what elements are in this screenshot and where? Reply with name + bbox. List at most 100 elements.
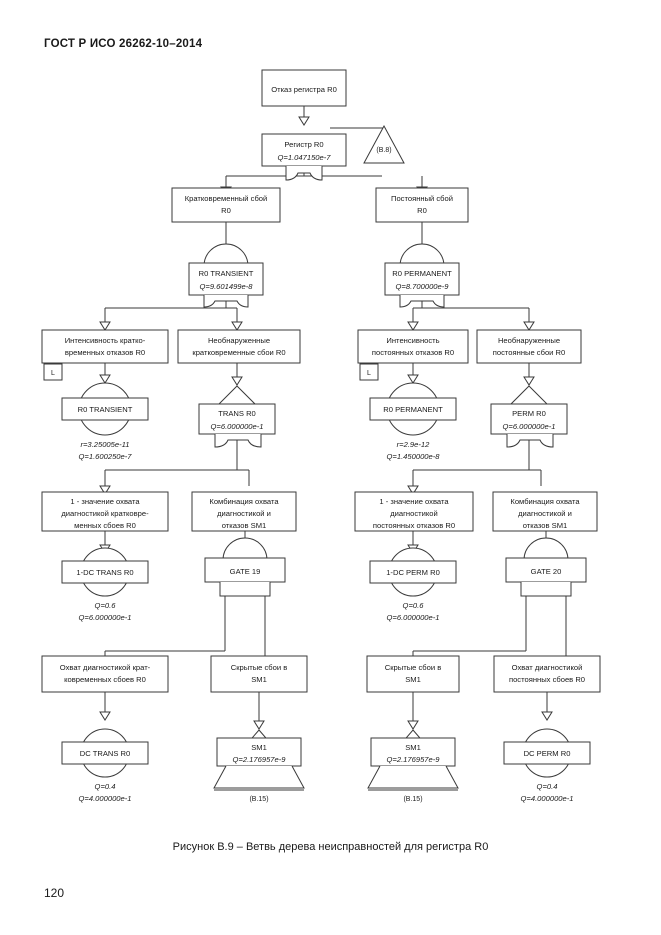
trans-r0-gate-name: TRANS R0 [218, 409, 256, 418]
one-minus-dc-perm-line3: постоянных отказов R0 [373, 521, 455, 530]
transfer-b15-right[interactable]: (В.15) [367, 765, 459, 803]
perm-rate-line2: постоянных отказов R0 [372, 348, 454, 357]
dc-perm-basic-q1: Q=0.4 [537, 782, 558, 791]
node-one-minus-dc-trans[interactable]: 1 - значение охвата диагностикой кратков… [41, 491, 169, 532]
or-gate-register[interactable] [285, 166, 323, 181]
combination-sm1-right-line1: Комбинация охвата [510, 497, 580, 506]
r0-transient-basic-r: r=3.25005e-11 [80, 440, 129, 449]
and-gate-perm-r0[interactable]: PERM R0 Q=6.000000e-1 [490, 385, 568, 448]
trans-rate-line2: временных отказов R0 [65, 348, 145, 357]
r0-permanent-basic-r: r=2.9e-12 [397, 440, 430, 449]
one-minus-dc-perm-line1: 1 - значение охвата [379, 497, 449, 506]
basic-event-dc-perm[interactable]: DC PERM R0 Q=0.4 Q=4.000000e-1 [503, 728, 591, 803]
one-minus-dc-perm-line2: диагностикой [390, 509, 437, 518]
sm1-left-name: SM1 [251, 743, 267, 752]
one-dc-perm-q2: Q=6.000000e-1 [387, 613, 440, 622]
node-one-minus-dc-perm[interactable]: 1 - значение охвата диагностикой постоян… [354, 491, 474, 532]
r0-transient-basic-q: Q=1.600250e-7 [79, 452, 133, 461]
dc-perm-basic-name: DC PERM R0 [524, 749, 571, 758]
permanent-fault-line2: R0 [417, 206, 427, 215]
sm1-left-q: Q=2.176957e-9 [233, 755, 287, 764]
node-r0-transient-gate[interactable]: R0 TRANSIENT Q=9.601499e-8 [188, 262, 264, 296]
dc-trans-basic-q1: Q=0.4 [95, 782, 116, 791]
combination-sm1-left-line3: отказов SM1 [222, 521, 267, 530]
trans-r0-gate-q: Q=6.000000e-1 [211, 422, 264, 431]
gate20-name: GATE 20 [531, 567, 562, 576]
node-register-r0[interactable]: Регистр R0 Q=1.047150e-7 [261, 133, 347, 167]
trans-rate-line1: Интенсивность кратко- [65, 336, 146, 345]
latent-sm1-right-line2: SM1 [405, 675, 421, 684]
node-perm-rate[interactable]: Интенсивность постоянных отказов R0 L [357, 329, 469, 381]
and-gate-sm1-right[interactable]: SM1 Q=2.176957e-9 [370, 729, 456, 767]
combination-sm1-right-line2: диагностикой и [518, 509, 572, 518]
node-combination-sm1-right[interactable]: Комбинация охвата диагностикой и отказов… [492, 491, 598, 532]
one-minus-dc-trans-line3: менных сбоев R0 [74, 521, 136, 530]
undetected-trans-line1: Необнаруженные [208, 336, 270, 345]
node-undetected-perm[interactable]: Необнаруженные постоянные сбои R0 [476, 329, 582, 364]
node-r0-permanent-gate[interactable]: R0 PERMANENT Q=8.700000e-9 [384, 262, 460, 296]
node-dc-trans[interactable]: Охват диагностикой крат- ковременных сбо… [41, 655, 169, 693]
and-gate-19[interactable]: GATE 19 [204, 537, 286, 597]
basic-event-r0-transient[interactable]: R0 TRANSIENT r=3.25005e-11 Q=1.600250e-7 [61, 382, 149, 461]
node-latent-sm1-left[interactable]: Скрытые сбои в SM1 [210, 655, 308, 693]
undetected-perm-line2: постоянные сбои R0 [493, 348, 565, 357]
perm-rate-tag: L [367, 370, 371, 377]
basic-event-1-dc-perm[interactable]: 1-DC PERM R0 Q=0.6 Q=6.000000e-1 [369, 547, 457, 622]
basic-event-dc-trans[interactable]: DC TRANS R0 Q=0.4 Q=4.000000e-1 [61, 728, 149, 803]
node-undetected-trans[interactable]: Необнаруженные кратковременные сбои R0 [177, 329, 301, 364]
one-dc-perm-name: 1-DC PERM R0 [386, 568, 440, 577]
or-gate-r0-transient-out[interactable] [203, 295, 249, 308]
latent-sm1-left-line2: SM1 [251, 675, 267, 684]
r0-transient-basic-name: R0 TRANSIENT [78, 405, 133, 414]
trans-rate-tag: L [51, 370, 55, 377]
sm1-right-q: Q=2.176957e-9 [387, 755, 441, 764]
node-permanent-fault[interactable]: Постоянный сбой R0 [375, 187, 469, 223]
transfer-b8[interactable]: (В.8) [363, 124, 405, 164]
transfer-b15-left-label: (В.15) [249, 796, 268, 803]
and-gate-sm1-left[interactable]: SM1 Q=2.176957e-9 [216, 729, 302, 767]
node-dc-perm[interactable]: Охват диагностикой постоянных сбоев R0 [493, 655, 601, 693]
perm-r0-gate-q: Q=6.000000e-1 [503, 422, 556, 431]
perm-rate-line1: Интенсивность [386, 336, 439, 345]
dc-perm-basic-q2: Q=4.000000e-1 [521, 794, 574, 803]
node-trans-rate[interactable]: Интенсивность кратко- временных отказов … [41, 329, 169, 381]
one-dc-trans-name: 1-DC TRANS R0 [76, 568, 133, 577]
one-dc-perm-q1: Q=0.6 [403, 601, 425, 610]
basic-event-1-dc-trans[interactable]: 1-DC TRANS R0 Q=0.6 Q=6.000000e-1 [61, 547, 149, 622]
node-combination-sm1-left[interactable]: Комбинация охвата диагностикой и отказов… [191, 491, 297, 532]
node-top-event[interactable]: Отказ регистра R0 [261, 69, 347, 107]
sm1-right-name: SM1 [405, 743, 421, 752]
transient-fault-line2: R0 [221, 206, 231, 215]
figure-caption: Рисунок В.9 – Ветвь дерева неисправносте… [172, 841, 489, 853]
or-gate-r0-permanent-out[interactable] [399, 295, 445, 308]
one-minus-dc-trans-line1: 1 - значение охвата [70, 497, 140, 506]
r0-permanent-gate-name: R0 PERMANENT [392, 269, 452, 278]
dc-perm-line1: Охват диагностикой [512, 663, 583, 672]
dc-trans-basic-name: DC TRANS R0 [80, 749, 131, 758]
basic-event-r0-permanent[interactable]: R0 PERMANENT r=2.9e-12 Q=1.450000e-8 [369, 382, 457, 461]
transfer-b15-left[interactable]: (В.15) [213, 765, 305, 803]
one-dc-trans-q2: Q=6.000000e-1 [79, 613, 132, 622]
dc-perm-line2: постоянных сбоев R0 [509, 675, 585, 684]
page-header: ГОСТ Р ИСО 26262-10–2014 [44, 38, 203, 50]
combination-sm1-left-line1: Комбинация охвата [209, 497, 279, 506]
dc-trans-line1: Охват диагностикой крат- [60, 663, 151, 672]
latent-sm1-left-line1: Скрытые сбои в [231, 663, 288, 672]
and-gate-20[interactable]: GATE 20 [505, 537, 587, 597]
combination-sm1-left-line2: диагностикой и [217, 509, 271, 518]
one-dc-trans-q1: Q=0.6 [95, 601, 117, 610]
node-latent-sm1-right[interactable]: Скрытые сбои в SM1 [366, 655, 460, 693]
r0-permanent-gate-q: Q=8.700000e-9 [396, 282, 450, 291]
r0-permanent-basic-name: R0 PERMANENT [383, 405, 443, 414]
top-event-label: Отказ регистра R0 [271, 85, 337, 94]
node-transient-fault[interactable]: Кратковременный сбой R0 [171, 187, 281, 223]
register-r0-q: Q=1.047150e-7 [278, 153, 332, 162]
perm-r0-gate-name: PERM R0 [512, 409, 546, 418]
one-minus-dc-trans-line2: диагностикой кратковре- [61, 509, 149, 518]
transfer-b15-right-label: (В.15) [403, 796, 422, 803]
fault-tree-diagram: Отказ регистра R0 (В.8) Регистр R0 Q=1.0… [41, 69, 601, 803]
dc-trans-basic-q2: Q=4.000000e-1 [79, 794, 132, 803]
permanent-fault-line1: Постоянный сбой [391, 194, 453, 203]
latent-sm1-right-line1: Скрытые сбои в [385, 663, 442, 672]
and-gate-trans-r0[interactable]: TRANS R0 Q=6.000000e-1 [198, 385, 276, 448]
